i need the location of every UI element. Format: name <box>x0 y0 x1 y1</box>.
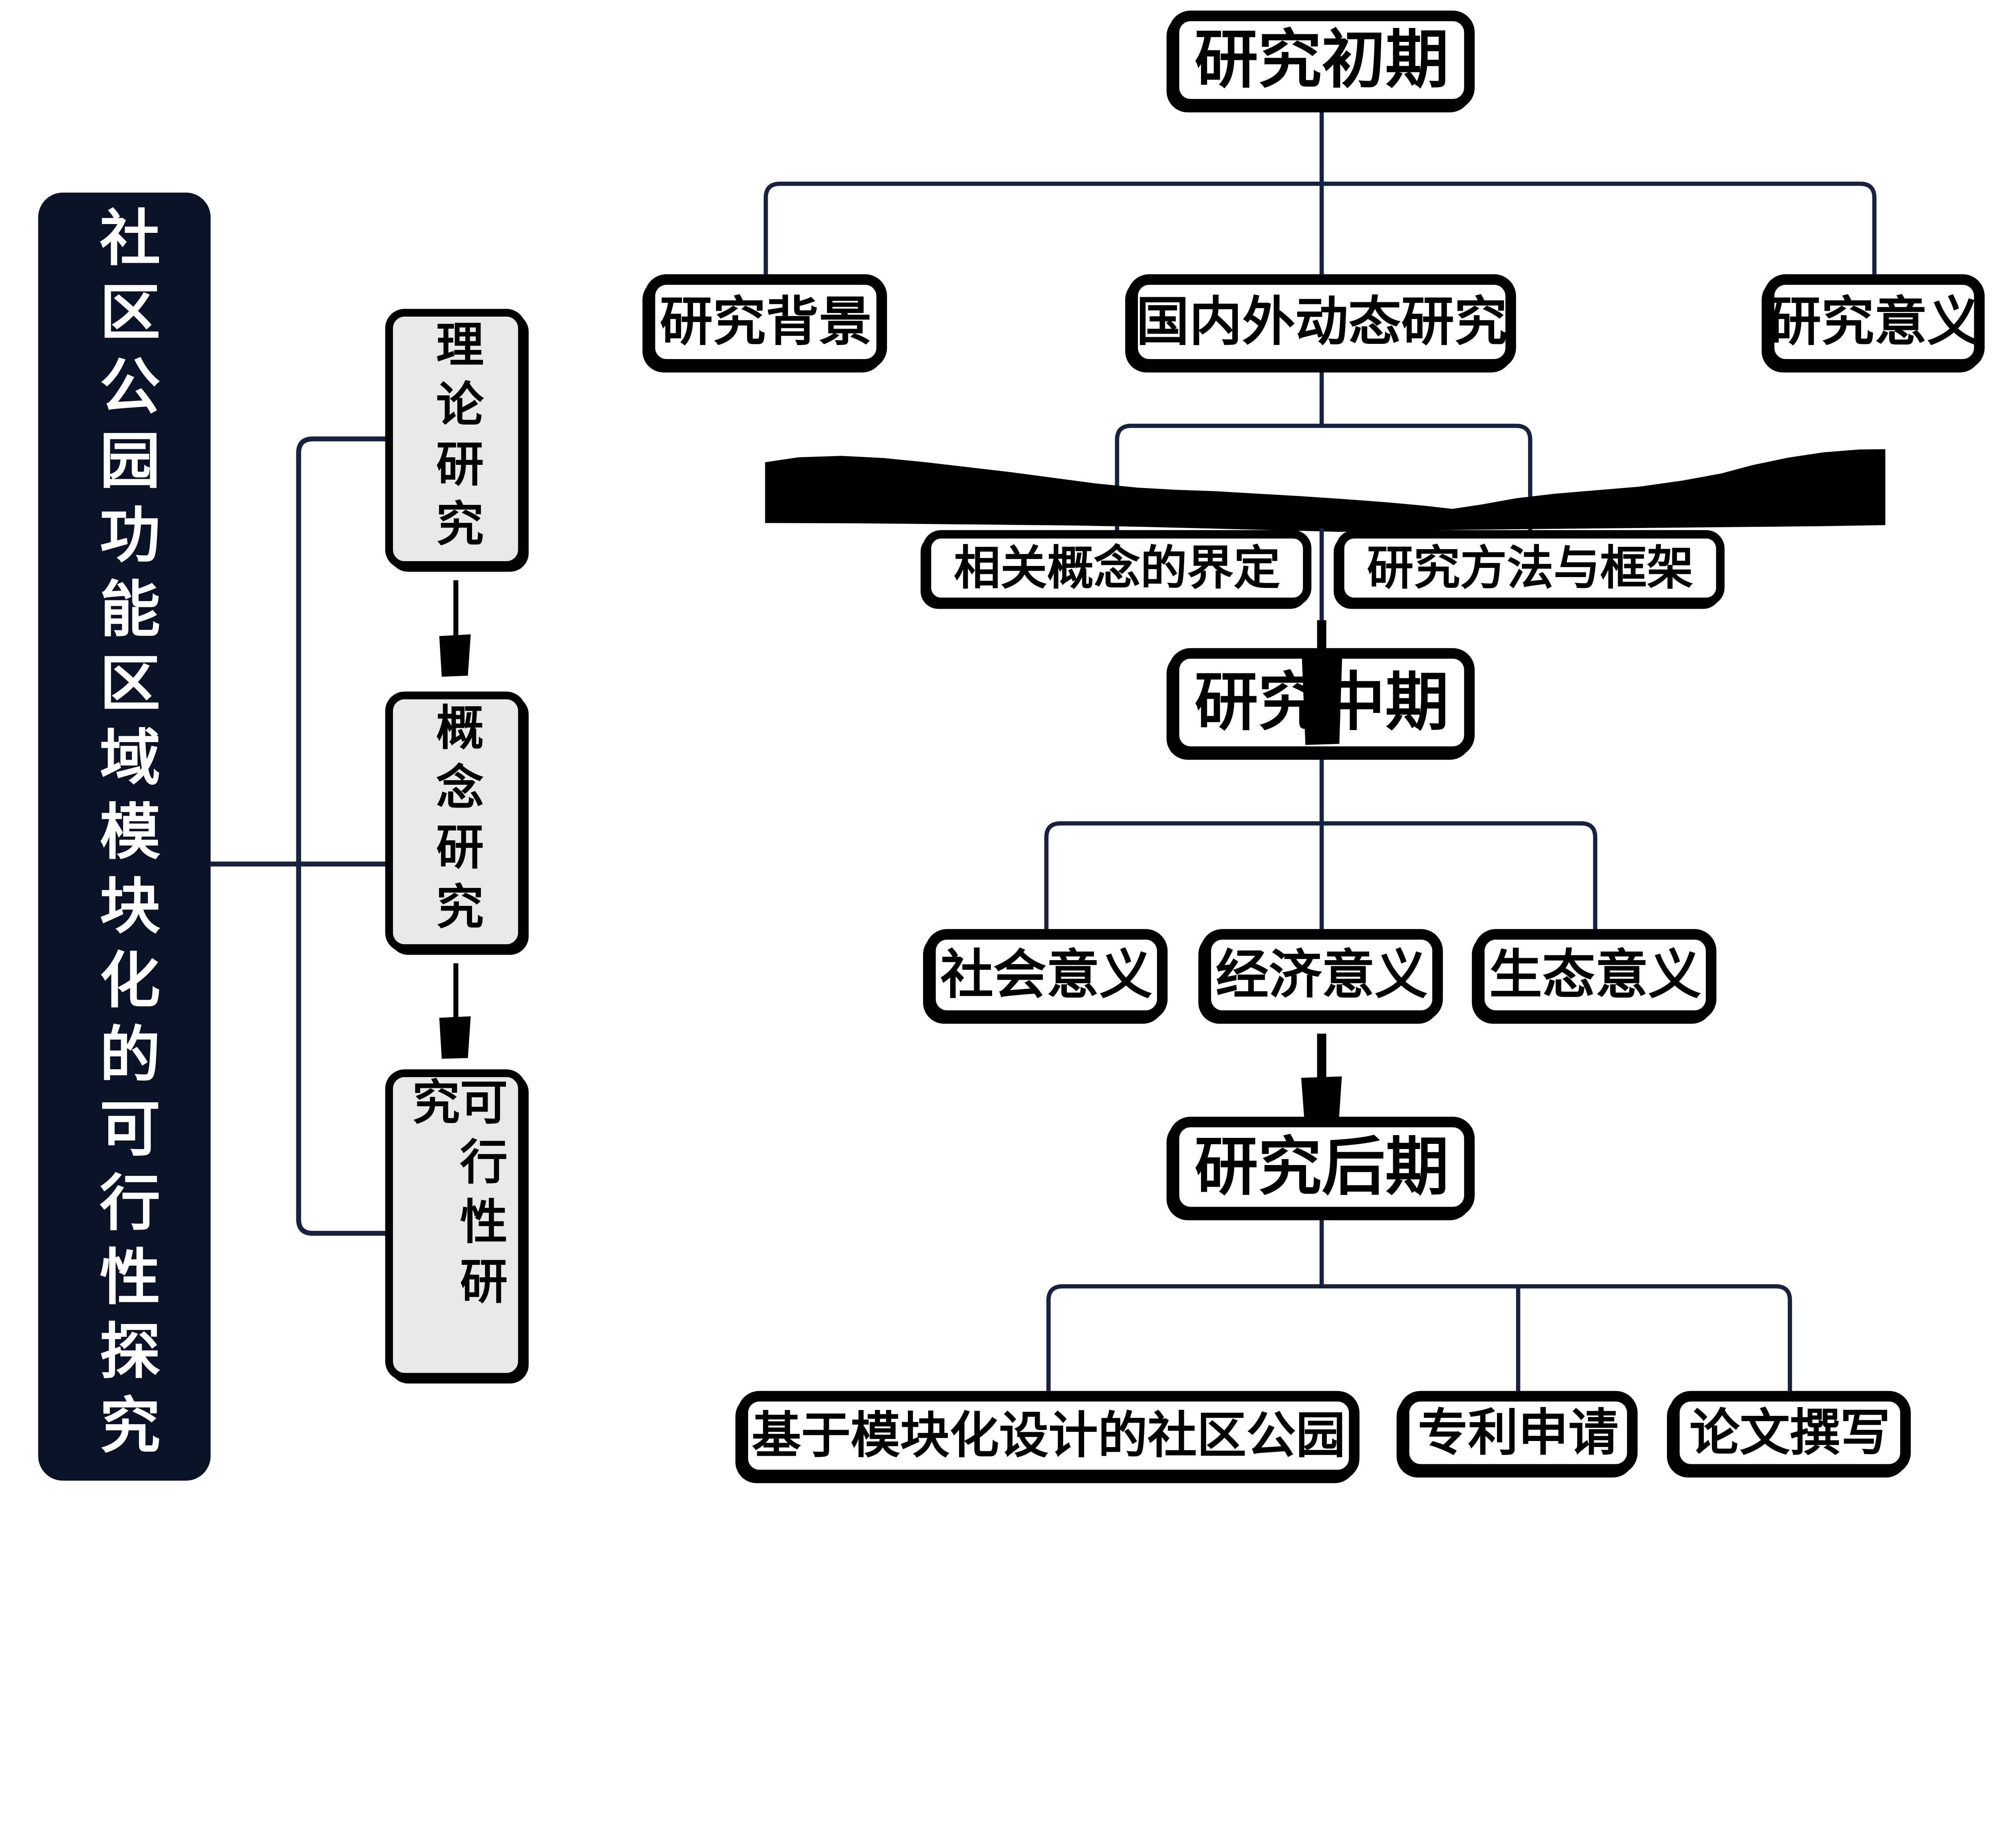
arrow-to-late-phase-stem <box>1317 1034 1326 1080</box>
thesis-writing-label: 论文撰写 <box>1689 1403 1890 1462</box>
phase-late-box: 研究后期 <box>1169 1116 1475 1218</box>
main-title-panel: 社区公园功能区域模块化的可行性探究 <box>38 193 211 1481</box>
phase-early-label: 研究初期 <box>1194 23 1449 97</box>
connector-layer <box>210 109 1877 1391</box>
ecological-significance-box: 生态意义 <box>1474 929 1717 1021</box>
left-bracket-connector <box>210 436 385 1236</box>
method-box-concept: 概念研究 <box>385 691 526 952</box>
patent-application-label: 专利申请 <box>1417 1403 1619 1462</box>
research-background-label: 研究背景 <box>659 291 872 353</box>
arrow-theory-to-concept-stem <box>453 580 459 639</box>
method-box-feasibility-label: 可行性研究 <box>404 1077 507 1316</box>
phase-early-box: 研究初期 <box>1169 10 1475 110</box>
phase-middle-box: 研究中期 <box>1169 648 1475 757</box>
main-title-text: 社区公园功能区域模块化的可行性探究 <box>89 206 160 1468</box>
late-branch-rail <box>1046 1284 1792 1391</box>
method-box-theory: 理论研究 <box>385 309 526 569</box>
arrow-concept-to-feasibility-head <box>439 1016 471 1059</box>
economic-significance-box: 经济意义 <box>1200 929 1443 1021</box>
early-branch-rail <box>764 181 1877 274</box>
economic-significance-label: 经济意义 <box>1215 944 1428 1006</box>
modular-park-result-label: 基于模块化设计的社区公园 <box>751 1406 1346 1465</box>
overlay-layer <box>765 449 1886 1120</box>
phase-late-label: 研究后期 <box>1194 1130 1449 1204</box>
arrow-to-late-phase-head <box>1301 1076 1342 1120</box>
research-background-box: 研究背景 <box>644 274 887 370</box>
method-box-concept-label: 概念研究 <box>428 702 483 941</box>
late-phase-connectors <box>1046 1217 1792 1391</box>
brush-highlight-band <box>765 449 1886 532</box>
methods-framework-label: 研究方法与框架 <box>1367 541 1693 595</box>
concept-definition-label: 相关概念的界定 <box>954 541 1280 595</box>
thesis-writing-box: 论文撰写 <box>1669 1391 1911 1475</box>
method-box-feasibility: 可行性研究 <box>385 1069 526 1381</box>
method-box-theory-label: 理论研究 <box>428 319 483 558</box>
early-sub-branch-rail <box>1115 423 1532 534</box>
arrow-to-late-phase <box>1301 1034 1342 1120</box>
domestic-foreign-dynamics-box: 国内外动态研究 <box>1127 274 1516 370</box>
diagram-stage: 社区公园功能区域模块化的可行性探究 理论研究 概念研究 可行性研究 研究初期 研… <box>38 10 1985 1481</box>
phase-middle-label: 研究中期 <box>1194 665 1449 739</box>
research-significance-label: 研究意义 <box>1768 291 1980 353</box>
arrow-concept-to-feasibility-stem <box>453 963 459 1020</box>
concept-definition-box: 相关概念的界定 <box>923 530 1312 606</box>
social-significance-box: 社会意义 <box>925 929 1168 1021</box>
middle-branch-rail <box>1044 821 1598 929</box>
patent-application-box: 专利申请 <box>1399 1391 1638 1475</box>
social-significance-label: 社会意义 <box>940 944 1153 1006</box>
left-bracket-vertical <box>296 436 385 1236</box>
arrow-theory-to-concept-head <box>439 634 471 677</box>
methods-framework-box: 研究方法与框架 <box>1336 530 1725 606</box>
modular-park-result-box: 基于模块化设计的社区公园 <box>737 1391 1360 1481</box>
domestic-foreign-dynamics-label: 国内外动态研究 <box>1136 291 1507 353</box>
middle-phase-connectors <box>1044 757 1598 929</box>
research-significance-box: 研究意义 <box>1764 274 1985 370</box>
ecological-significance-label: 生态意义 <box>1489 944 1701 1006</box>
